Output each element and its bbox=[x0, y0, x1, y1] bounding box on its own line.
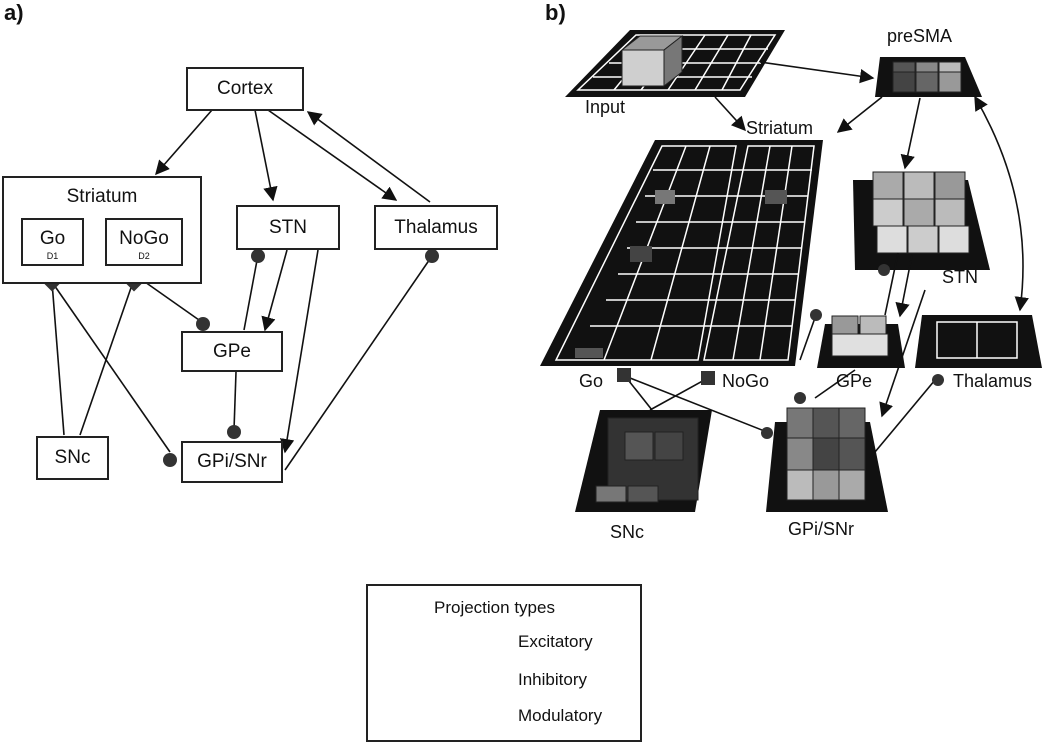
panel-a-projections bbox=[51, 109, 433, 471]
edge-thalamus-cortex bbox=[306, 111, 431, 203]
layer-go-label: Go bbox=[579, 371, 604, 391]
layer-nogo-label: NoGo bbox=[722, 371, 770, 391]
edge-gpe-gpi bbox=[233, 371, 237, 431]
panel-b-label: b) bbox=[545, 0, 566, 25]
node-striatum-label: Striatum bbox=[66, 186, 138, 207]
layer-input-label: Input bbox=[585, 97, 626, 117]
panel-b-terminals bbox=[617, 264, 944, 439]
node-gpe: GPe bbox=[181, 331, 283, 372]
edge-presma-stn bbox=[900, 97, 921, 170]
layer-gpe-label: GPe bbox=[836, 371, 873, 391]
edge-presma-thalamus bbox=[974, 95, 1029, 312]
node-nogo-sub: D2 bbox=[138, 251, 150, 261]
edge-stn-gpi-b bbox=[879, 289, 926, 418]
inhib-dot-stn-b bbox=[878, 264, 890, 276]
legend-modulatory-label: Modulatory bbox=[518, 706, 603, 725]
edge-input-striatum bbox=[714, 96, 746, 132]
mod-square-nogo-b bbox=[701, 371, 715, 385]
edge-cortex-stn bbox=[254, 109, 278, 202]
layer-snc-label: SNc bbox=[610, 522, 645, 542]
layer-stn-label: STN bbox=[942, 267, 978, 287]
inhib-dot-gpi-top-b bbox=[794, 392, 806, 404]
edge-go-snc-mod bbox=[51, 281, 65, 436]
edge-presma-striatum bbox=[836, 96, 883, 133]
edge-nogo-gpe bbox=[144, 281, 200, 321]
panel-a-label: a) bbox=[4, 0, 24, 25]
node-cortex-label: Cortex bbox=[217, 78, 273, 99]
panel-b-layers bbox=[540, 30, 1042, 512]
layer-thalamus-label: Thalamus bbox=[953, 371, 1033, 391]
node-stn: STN bbox=[236, 205, 340, 250]
legend: Projection types Excitatory Inhibitory M… bbox=[366, 584, 642, 742]
inhib-dot-stn bbox=[251, 249, 265, 263]
edge-stn-gpi bbox=[279, 249, 319, 454]
inhib-dot-gpi-top bbox=[227, 425, 241, 439]
mod-square-go-b bbox=[617, 368, 631, 382]
node-nogo-label: NoGo bbox=[119, 228, 169, 249]
node-go-sub: D1 bbox=[46, 251, 59, 261]
edge-nogo-snc-mod bbox=[79, 281, 134, 436]
layer-gpe bbox=[817, 315, 905, 368]
node-cortex: Cortex bbox=[186, 67, 304, 111]
node-snc: SNc bbox=[36, 436, 109, 480]
layer-striatum-label: Striatum bbox=[746, 118, 814, 138]
layer-presma bbox=[875, 57, 982, 97]
node-stn-label: STN bbox=[269, 216, 307, 238]
edge-gpe-gpi-b bbox=[814, 369, 856, 399]
edge-stn-gpe-b bbox=[884, 252, 899, 316]
inhib-dot-thalamus bbox=[425, 249, 439, 263]
node-gpe-label: GPe bbox=[212, 340, 252, 362]
edge-thalamus-gpi bbox=[284, 255, 433, 471]
inhib-dot-gpi-left bbox=[163, 453, 177, 467]
node-gpi: GPi/SNr bbox=[181, 441, 283, 483]
legend-title: Projection types bbox=[434, 598, 555, 617]
legend-excitatory-label: Excitatory bbox=[518, 632, 593, 651]
layer-gpi-label: GPi/SNr bbox=[788, 519, 855, 539]
layer-striatum bbox=[540, 140, 823, 366]
edge-cortex-thalamus bbox=[267, 109, 398, 201]
edge-thalamus-gpi-b bbox=[869, 379, 936, 459]
inhib-dot-gpe bbox=[196, 317, 210, 331]
layer-thalamus bbox=[915, 315, 1042, 368]
inhib-dot-gpi-left-b bbox=[761, 427, 773, 439]
inhib-dot-gpe-b bbox=[810, 309, 822, 321]
node-thalamus: Thalamus bbox=[374, 205, 498, 250]
edge-go-gpi bbox=[51, 281, 171, 453]
node-nogo: NoGo D2 bbox=[105, 218, 183, 266]
panel-b-projections bbox=[624, 61, 1029, 459]
edge-input-presma bbox=[759, 61, 875, 84]
edge-nogo-snc-b bbox=[649, 377, 709, 411]
edge-nogo-gpe-b bbox=[799, 314, 817, 361]
layer-snc bbox=[575, 410, 712, 512]
edge-cortex-striatum bbox=[155, 109, 213, 176]
layer-presma-label: preSMA bbox=[887, 26, 953, 46]
node-snc-label: SNc bbox=[54, 447, 91, 468]
layer-stn bbox=[853, 171, 990, 270]
node-gpi-label: GPi/SNr bbox=[197, 451, 267, 472]
layer-gpi bbox=[766, 407, 888, 512]
edge-gpe-stn-inhib bbox=[243, 254, 259, 331]
legend-inhibitory-label: Inhibitory bbox=[518, 670, 587, 689]
edge-stn-gpe-excit bbox=[261, 249, 288, 332]
layer-input bbox=[565, 30, 785, 97]
node-go: Go D1 bbox=[21, 218, 84, 266]
inhib-dot-thalamus-b bbox=[932, 374, 944, 386]
node-go-label: Go bbox=[39, 228, 66, 249]
edge-stn-gpe-excit-b bbox=[895, 254, 913, 318]
edge-go-gpi-b bbox=[624, 375, 768, 433]
node-thalamus-label: Thalamus bbox=[394, 216, 478, 238]
